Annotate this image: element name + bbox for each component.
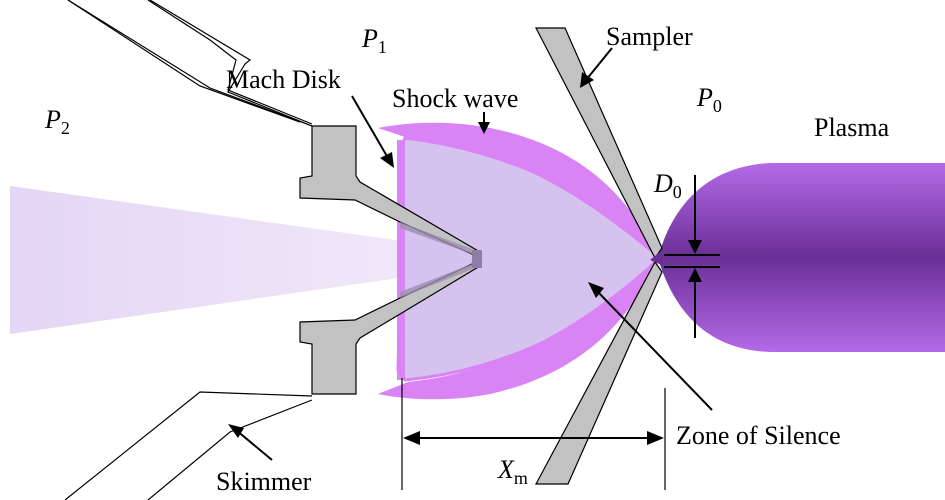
sampler-leader-head — [580, 72, 594, 88]
label-zone-of-silence: Zone of Silence — [676, 421, 841, 450]
zone-of-silence-leader — [597, 291, 713, 411]
xm-arrow-left — [403, 431, 420, 445]
label-plasma: Plasma — [814, 113, 890, 142]
label-skimmer: Skimmer — [216, 467, 312, 496]
label-p0: P0 — [696, 83, 722, 116]
d0-arrow-top-head — [688, 240, 702, 254]
sampler-cone-upper — [535, 27, 663, 260]
skimmer-leader-head — [228, 424, 244, 438]
d0-arrow-bottom-head — [688, 268, 702, 282]
label-mach-disk: Mach Disk — [226, 65, 341, 94]
label-p1: P1 — [361, 24, 387, 57]
mach-disk — [397, 140, 405, 380]
label-xm: Xm — [497, 455, 528, 488]
housing-inner-upper — [149, 0, 313, 127]
label-d0: D0 — [653, 169, 682, 202]
plasma-plume — [658, 163, 945, 352]
shock-wave-lower — [378, 258, 658, 400]
zone-of-silence-leader-head — [588, 282, 604, 298]
skimmer-leader — [235, 429, 273, 461]
skimmer-tip-lower — [400, 264, 480, 298]
housing-line-lower-a — [64, 391, 313, 500]
shock-wave — [378, 122, 658, 258]
label-shock-wave: Shock wave — [392, 84, 518, 113]
housing-outer-upper — [67, 0, 313, 127]
mach-disk-leader-head — [380, 152, 394, 168]
mach-disk-leader — [351, 95, 389, 159]
housing-line-upper-a — [67, 0, 301, 123]
sampler-orifice — [650, 252, 664, 266]
sampler-cone-lower — [534, 260, 663, 485]
xm-arrow-right — [647, 431, 664, 445]
shock-wave-leader-head — [478, 122, 490, 134]
housing-line-upper-b — [147, 0, 313, 125]
label-sampler: Sampler — [606, 22, 693, 51]
skimmer-orifice — [472, 250, 482, 268]
ion-beam — [10, 186, 482, 334]
skimmer-tip-upper — [400, 222, 480, 254]
housing-line-lower-b — [147, 399, 313, 500]
sampler-leader — [585, 47, 613, 81]
label-p2: P2 — [44, 105, 70, 138]
